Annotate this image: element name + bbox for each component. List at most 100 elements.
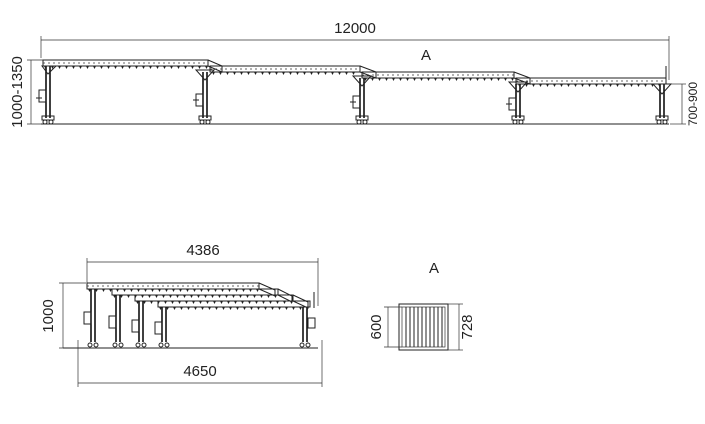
roller-tick <box>616 84 619 87</box>
roller-tick <box>239 295 242 298</box>
roller-tick <box>120 295 123 298</box>
roller-tick <box>278 307 281 310</box>
roller-tick <box>560 84 563 87</box>
overall-length-label: 12000 <box>334 20 376 37</box>
roller-tick <box>518 84 521 87</box>
roller-tick <box>121 66 124 69</box>
roller-tick <box>225 295 228 298</box>
roller-tick <box>144 289 147 292</box>
roller-tick <box>201 307 204 310</box>
extended-conveyor-view: 12000 A 1000-1350 700-900 <box>9 20 700 128</box>
roller-tick <box>130 289 133 292</box>
roller-tick <box>151 289 154 292</box>
roller-tick <box>282 72 285 75</box>
roller-tick <box>177 66 180 69</box>
roller-tick <box>630 84 633 87</box>
roller-tick <box>171 301 174 304</box>
roller-tick <box>581 84 584 87</box>
roller-tick <box>274 295 277 298</box>
roller-tick <box>448 78 451 81</box>
roller-tick <box>213 301 216 304</box>
roller-tick <box>198 66 201 69</box>
roller-tick <box>246 295 249 298</box>
roller-tick <box>141 295 144 298</box>
roller-tick <box>483 78 486 81</box>
roller-tick <box>637 84 640 87</box>
roller-tick <box>567 84 570 87</box>
roller-tick <box>58 66 61 69</box>
roller-tick <box>200 289 203 292</box>
support-leg-5 <box>651 83 673 125</box>
roller-tick <box>292 307 295 310</box>
roller-tick <box>271 307 274 310</box>
roller-tick <box>256 289 259 292</box>
roller-tick <box>261 72 264 75</box>
right-height-dimension: 700-900 <box>670 82 700 126</box>
roller-tick <box>162 295 165 298</box>
roller-tick <box>193 289 196 292</box>
roller-tick <box>234 301 237 304</box>
roller-tick <box>235 289 238 292</box>
support-leg-2 <box>193 69 216 125</box>
support-leg-4 <box>506 81 529 125</box>
conveyor-section-4 <box>515 66 667 85</box>
roller-tick <box>137 289 140 292</box>
roller-tick <box>532 84 535 87</box>
base-length-dimension: 4650 <box>77 340 323 387</box>
left-height-label: 1000-1350 <box>9 56 26 128</box>
roller-tick <box>186 289 189 292</box>
detail-a-title: A <box>429 260 439 277</box>
roller-tick <box>324 72 327 75</box>
roller-tick <box>241 301 244 304</box>
roller-tick <box>227 301 230 304</box>
roller-tick <box>289 72 292 75</box>
roller-tick <box>588 84 591 87</box>
detail-a-rollers <box>405 307 443 347</box>
left-height-dimension: 1000-1350 <box>9 56 44 128</box>
conveyor-section-3 <box>361 71 531 85</box>
roller-tick <box>72 66 75 69</box>
collapsed-height-label: 1000 <box>40 299 57 332</box>
roller-tick <box>267 295 270 298</box>
roller-tick <box>595 84 598 87</box>
roller-tick <box>211 295 214 298</box>
roller-tick <box>194 307 197 310</box>
roller-tick <box>310 72 313 75</box>
roller-tick <box>658 84 661 87</box>
roller-tick <box>283 301 286 304</box>
roller-tick <box>88 289 91 292</box>
roller-tick <box>539 84 542 87</box>
collapsed-conveyor-view: 4386 1000 <box>40 242 323 387</box>
collapsed-length-dimension: 4386 <box>86 242 319 306</box>
roller-tick <box>142 66 145 69</box>
roller-tick <box>156 66 159 69</box>
roller-tick <box>173 307 176 310</box>
roller-tick <box>306 307 309 310</box>
roller-tick <box>296 72 299 75</box>
roller-tick <box>232 295 235 298</box>
roller-tick <box>546 84 549 87</box>
roller-tick <box>185 301 188 304</box>
roller-tick <box>371 78 374 81</box>
roller-tick <box>462 78 465 81</box>
roller-tick <box>441 78 444 81</box>
outer-width-dimension: 728 <box>448 303 476 351</box>
roller-tick <box>240 72 243 75</box>
roller-tick <box>123 289 126 292</box>
roller-tick <box>226 72 229 75</box>
roller-tick <box>176 295 179 298</box>
roller-tick <box>163 66 166 69</box>
roller-tick <box>143 301 146 304</box>
roller-tick <box>455 78 458 81</box>
roller-tick <box>260 295 263 298</box>
roller-tick <box>159 307 162 310</box>
roller-tick <box>399 78 402 81</box>
roller-tick <box>511 78 514 81</box>
roller-tick <box>285 307 288 310</box>
roller-tick <box>553 84 556 87</box>
collapsed-length-label: 4386 <box>186 242 219 259</box>
roller-tick <box>469 78 472 81</box>
roller-tick <box>264 307 267 310</box>
roller-tick <box>191 66 194 69</box>
roller-tick <box>602 84 605 87</box>
